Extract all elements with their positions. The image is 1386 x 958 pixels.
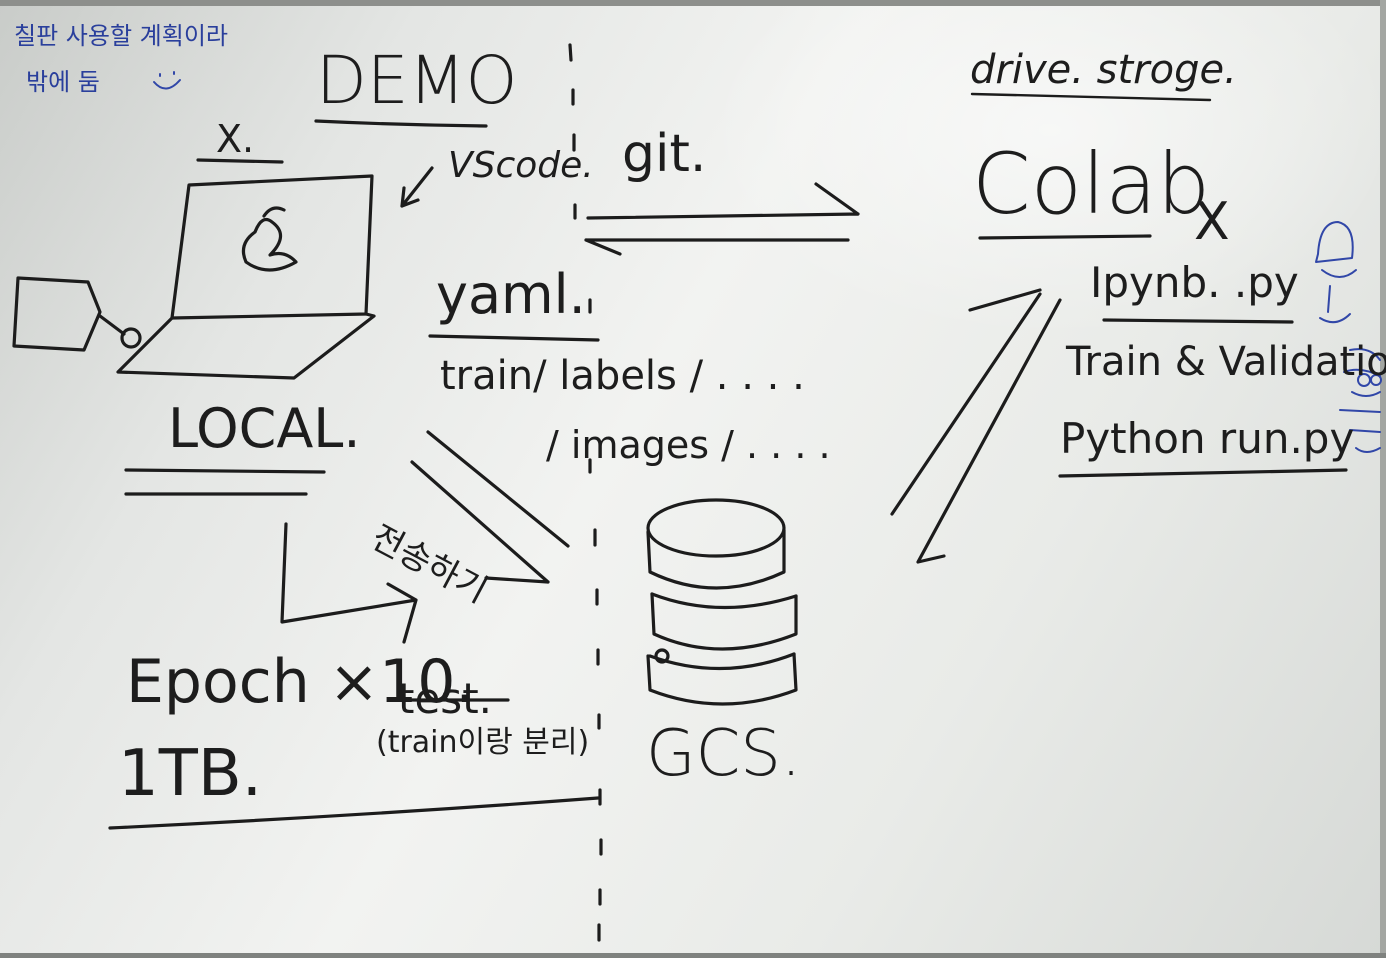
board-frame-top [0, 0, 1386, 6]
board-frame-right [1380, 0, 1386, 958]
vscode-label: VScode. [448, 145, 594, 186]
git-arrow-left [584, 238, 850, 256]
drive-storage-label: drive. stroge. [970, 47, 1237, 93]
epoch-label: Epoch ×10. [126, 647, 475, 717]
x-mark-left: X. [216, 117, 255, 161]
demo-underline [314, 119, 488, 128]
x-mark-right: X [1194, 192, 1230, 252]
board-frame-bottom [0, 953, 1386, 958]
korean-note-line2: 밖에 둠 [26, 68, 100, 96]
local-to-epoch-arrow [280, 522, 418, 644]
drive-underline [970, 92, 1212, 102]
train-labels-path: train/ labels / . . . . [440, 353, 805, 399]
train-separate-note: (train이랑 분리) [376, 725, 590, 760]
center-divider [568, 43, 603, 942]
colab-to-gcs-arrow [890, 288, 1062, 564]
vscode-arrow [400, 166, 434, 208]
python-underline [1058, 468, 1348, 478]
smiley-doodle [153, 71, 181, 90]
python-run-label: Python run.py [1060, 414, 1355, 463]
one-tb-label: 1TB. [118, 737, 263, 811]
gcs-label: GCS. [646, 717, 802, 791]
blue-doodle-character [1315, 221, 1382, 453]
yaml-underline [428, 334, 600, 342]
colab-heading: Colab [972, 135, 1211, 233]
ipynb-underline [1102, 318, 1294, 324]
external-drive-drawing [12, 276, 142, 352]
local-underline-1 [124, 468, 326, 474]
images-path: / images / . . . . [546, 423, 831, 467]
test-label: test. [398, 674, 493, 723]
colab-underline [978, 234, 1152, 240]
local-heading: LOCAL. [168, 397, 361, 460]
ipynb-py-label: Ipynb. .py [1090, 258, 1299, 307]
x-underline [196, 158, 284, 164]
yaml-label: yaml. [436, 263, 586, 326]
git-arrow-right [586, 182, 860, 220]
git-label: git. [622, 124, 707, 184]
demo-heading: DEMO [316, 42, 518, 119]
train-validation-label: Train & Validation [1066, 339, 1386, 385]
epoch-underline [108, 796, 600, 830]
laptop-drawing [116, 174, 376, 380]
korean-note-line1: 칠판 사용할 계획이라 [14, 22, 228, 50]
transfer-arrow [410, 430, 570, 584]
gcs-database-drawing [646, 498, 798, 706]
